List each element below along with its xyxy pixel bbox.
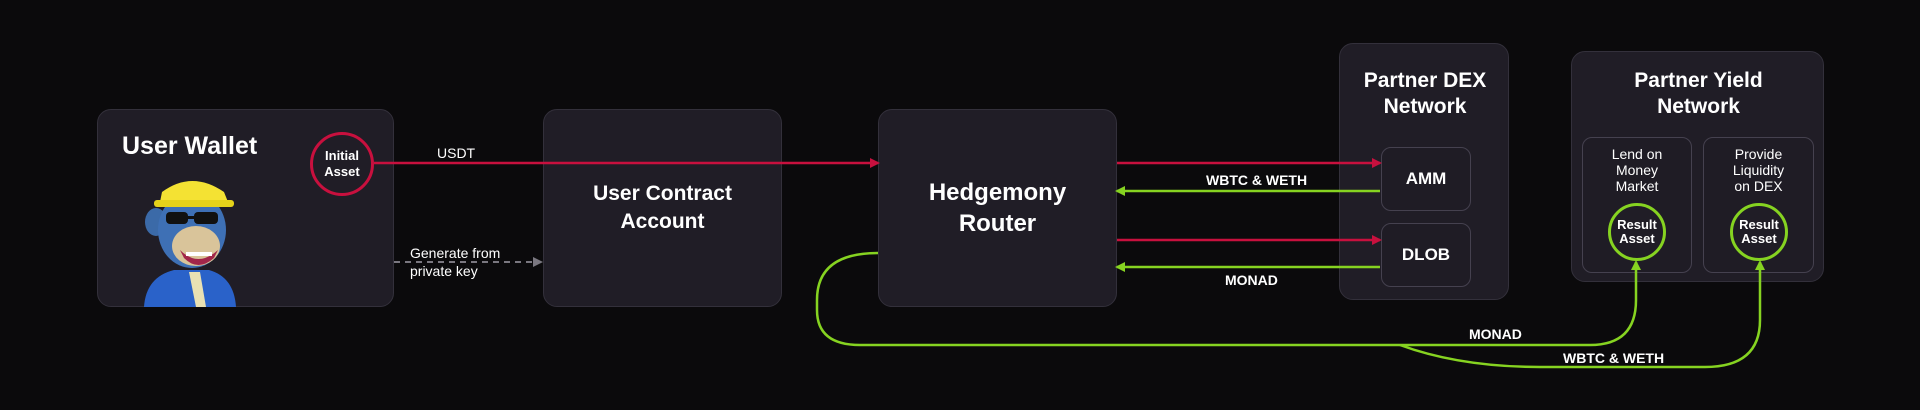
ape-avatar-icon — [144, 181, 236, 307]
liquidity-line3: on DEX — [1734, 178, 1783, 194]
lend-result-asset-circle: Result Asset — [1608, 203, 1666, 261]
user-contract-line1: User Contract — [593, 182, 732, 205]
initial-asset-label-line2: Asset — [324, 164, 360, 179]
wbtc-weth-bottom-label: WBTC & WETH — [1563, 350, 1665, 366]
partner-yield-network-box: Partner Yield Network Lend on Money Mark… — [1571, 51, 1824, 282]
amm-box: AMM — [1381, 147, 1471, 211]
monad-bottom-label: MONAD — [1469, 326, 1522, 342]
dex-network-title: Partner DEX Network — [1340, 68, 1510, 120]
router-to-liquidity-arrow — [1399, 260, 1765, 369]
usdt-label: USDT — [437, 145, 476, 161]
lend-line2: Money — [1615, 162, 1658, 178]
lend-line1: Lend on — [1611, 146, 1663, 162]
generate-label-line1: Generate from — [410, 245, 501, 261]
router-to-lend-arrow — [815, 251, 1641, 347]
liquidity-result-line1: Result — [1739, 217, 1779, 232]
liquidity-result-asset-circle: Result Asset — [1730, 203, 1788, 261]
yield-title-line2: Network — [1657, 95, 1740, 118]
lend-line3: Market — [1615, 178, 1659, 194]
generate-label: Generate from private key — [410, 244, 500, 280]
liquidity-result-line2: Asset — [1741, 231, 1777, 246]
wbtc-weth-top-label: WBTC & WETH — [1206, 172, 1308, 188]
user-contract-line2: Account — [620, 210, 705, 233]
monad-mid-label: MONAD — [1225, 272, 1278, 288]
partner-dex-network-box: Partner DEX Network AMM DLOB — [1339, 43, 1509, 300]
user-contract-account-box: User Contract Account — [543, 109, 782, 307]
liquidity-line2: Liquidity — [1732, 162, 1785, 178]
router-line2: Router — [958, 210, 1037, 237]
liquidity-line1: Provide — [1734, 146, 1783, 162]
initial-asset-label-line1: Initial — [325, 148, 359, 163]
lend-result-line2: Asset — [1619, 231, 1655, 246]
dex-title-line2: Network — [1383, 95, 1467, 118]
generate-label-line2: private key — [410, 263, 478, 279]
dex-title-line1: Partner DEX — [1363, 69, 1487, 92]
lend-result-line1: Result — [1617, 217, 1657, 232]
router-line1: Hedgemony — [928, 179, 1067, 206]
hedgemony-router-box: Hedgemony Router — [878, 109, 1117, 307]
dlob-box: DLOB — [1381, 223, 1471, 287]
yield-network-title: Partner Yield Network — [1572, 68, 1825, 120]
user-wallet-box: User Wallet Initial Asset — [97, 109, 394, 307]
yield-title-line1: Partner Yield — [1634, 69, 1763, 92]
initial-asset-circle: Initial Asset — [310, 132, 374, 196]
user-wallet-title: User Wallet — [122, 132, 258, 160]
